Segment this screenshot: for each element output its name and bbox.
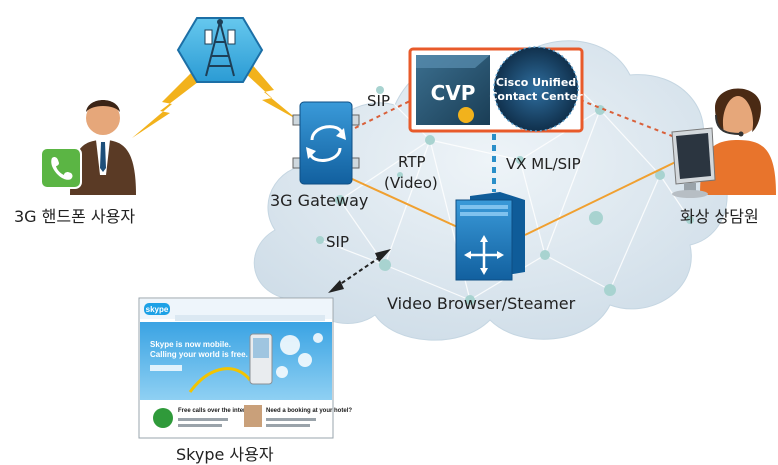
ucc-label-line2: Contact Center: [489, 90, 583, 103]
skype-logo-text: skype: [146, 305, 169, 314]
skype-card-1-title: Free calls over the internet: [178, 408, 254, 414]
agent-icon: [700, 88, 776, 195]
ucc-label-line1: Cisco Unified: [496, 76, 576, 89]
label-rtp-video: (Video): [384, 174, 438, 192]
label-agent: 화상 상담원: [680, 207, 759, 226]
cvp-icon: CVP: [416, 55, 490, 125]
label-skype-user: Skype 사용자: [176, 445, 274, 464]
mobile-user-icon: [70, 100, 136, 195]
gateway-3g-icon: [292, 101, 360, 185]
skype-card-2-title: Need a booking at your hotel?: [266, 408, 352, 414]
skype-sip-arrow: [328, 249, 391, 293]
skype-hotel-photo: [244, 405, 262, 427]
network-cloud: [253, 40, 728, 341]
skype-website-screenshot: skype Skype is now mobile. Calling your …: [138, 297, 352, 439]
skype-call-icon: [153, 408, 173, 428]
video-streamer-icon: [455, 192, 525, 281]
lightning-bolt-icon: [132, 72, 198, 138]
label-sip-top: SIP: [367, 92, 390, 110]
skype-logo-icon: [144, 303, 170, 315]
ucc-icon: Cisco Unified Contact Center: [489, 46, 583, 132]
label-sip-left: SIP: [326, 233, 349, 251]
label-video-browser: Video Browser/Steamer: [387, 294, 576, 313]
rtp-video-links: [349, 154, 691, 236]
cvp-label: CVP: [431, 81, 476, 105]
skype-headline-1: Skype is now mobile.: [150, 340, 231, 349]
lightning-bolt-icon: [244, 62, 298, 120]
label-rtp: RTP: [398, 153, 426, 171]
skype-headline-2: Calling your world is free.: [150, 350, 248, 359]
monitor-icon: [671, 127, 716, 198]
label-3g-gateway: 3G Gateway: [270, 191, 369, 210]
cell-tower-icon: [176, 17, 264, 83]
label-3g-phone-user: 3G 핸드폰 사용자: [14, 207, 136, 226]
label-vxml-sip: VX ML/SIP: [506, 155, 581, 173]
phone-app-icon: [40, 147, 82, 189]
